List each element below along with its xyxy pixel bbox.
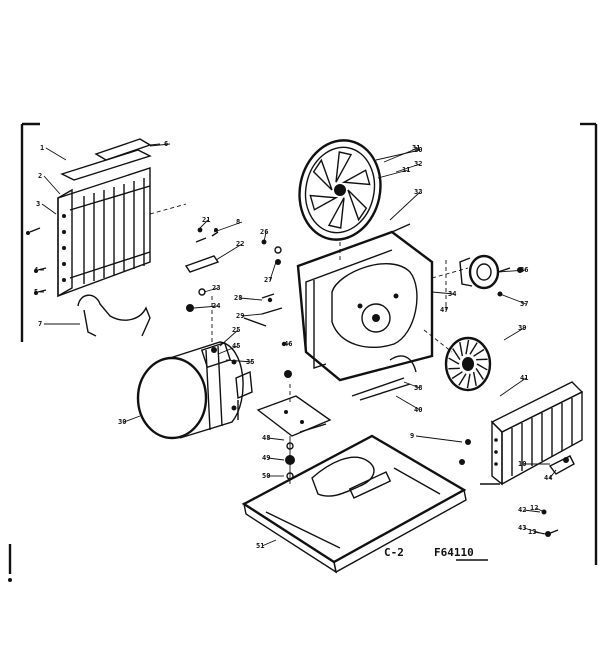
callout-c2: 2 [38, 172, 42, 180]
callout-c7: 7 [38, 320, 42, 328]
condenser-coil [58, 168, 150, 296]
callout-c35: 35 [246, 358, 254, 366]
callout-c45: 45 [232, 342, 240, 350]
fan-shroud [298, 224, 432, 380]
callout-c6: 6 [164, 140, 168, 148]
callout-c4: 4 [34, 266, 38, 274]
blower-wheel [446, 338, 490, 390]
right-frame-bracket [580, 124, 596, 565]
callout-leaders [40, 144, 556, 546]
leader-line-c9 [416, 436, 462, 442]
callout-c43: 43 [518, 524, 526, 532]
callout-c11: 11 [402, 166, 410, 174]
caption-section: C-2 [384, 546, 404, 559]
condenser-fan-blade [290, 133, 389, 247]
callout-c22: 22 [236, 240, 244, 248]
callout-c30: 30 [118, 418, 126, 426]
callout-c32: 32 [414, 160, 422, 168]
callout-c24: 24 [212, 302, 220, 310]
callout-c38: 38 [414, 384, 422, 392]
base-pan [244, 436, 466, 572]
callout-c44: 44 [544, 474, 552, 482]
callout-c33: 33 [414, 188, 422, 196]
callout-c47: 47 [440, 306, 448, 314]
evaporator-coil [492, 382, 582, 484]
callout-c26: 26 [260, 228, 268, 236]
top-bracket-strip [62, 139, 160, 180]
callout-c50: 50 [262, 472, 270, 480]
callout-c34: 34 [448, 290, 456, 298]
callout-c12: 12 [530, 504, 538, 512]
assembly-lines [150, 204, 468, 404]
left-frame-bracket [22, 124, 40, 342]
leader-line-c28 [240, 298, 262, 300]
screw-parts-left [26, 228, 46, 295]
callout-c27: 27 [264, 276, 272, 284]
callout-c21: 21 [202, 216, 210, 224]
callout-c39: 39 [518, 324, 526, 332]
callout-c40: 40 [414, 406, 422, 414]
callout-c48: 48 [262, 434, 270, 442]
callout-c5: 5 [34, 288, 38, 296]
callout-c23: 23 [212, 284, 220, 292]
small-parts-column [186, 228, 218, 312]
callout-c3: 3 [36, 200, 40, 208]
callout-c31: 31 [412, 144, 420, 152]
callout-c13: 13 [528, 528, 536, 536]
callout-c25: 25 [232, 326, 240, 334]
callout-labels: 1234567891011121320212223242526272829303… [34, 140, 552, 550]
diagram-caption: C-2 F64110 [384, 546, 488, 560]
callout-c49: 49 [262, 454, 270, 462]
callout-c8: 8 [236, 218, 240, 226]
leader-line-c33 [390, 192, 420, 220]
callout-c29: 29 [236, 312, 244, 320]
caption-code: F64110 [434, 546, 474, 559]
callout-c41: 41 [520, 374, 528, 382]
callout-c42: 42 [518, 506, 526, 514]
callout-c37: 37 [520, 300, 528, 308]
callout-c28: 28 [234, 294, 242, 302]
fan-motor [460, 256, 523, 297]
leader-line-c3 [42, 204, 56, 214]
leader-line-c29 [242, 314, 262, 316]
leader-line-c1 [46, 148, 66, 160]
callout-c36: 36 [520, 266, 528, 274]
connector-hardware [244, 240, 286, 347]
mount-bracket [258, 370, 330, 436]
callout-c9: 9 [410, 432, 414, 440]
drain-tube [78, 295, 150, 336]
leader-line-c2 [44, 176, 60, 194]
callout-c10: 10 [518, 460, 526, 468]
edge-mark [8, 544, 12, 582]
callout-c1: 1 [40, 144, 44, 152]
callout-c46: 46 [284, 340, 292, 348]
compressor [138, 342, 252, 438]
callout-c51: 51 [256, 542, 264, 550]
